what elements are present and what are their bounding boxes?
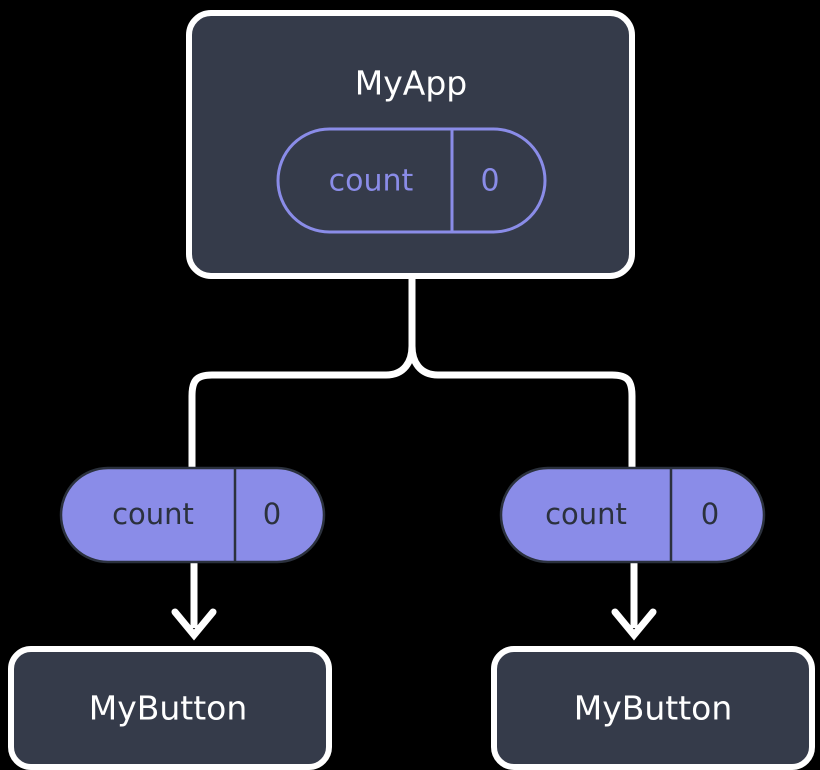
left-pill-value: 0 xyxy=(263,497,281,531)
connector-root-to-left xyxy=(188,272,416,474)
arrow-head-left xyxy=(171,608,217,641)
child-left-prop-pill[interactable]: count 0 xyxy=(59,466,326,564)
state-pill-key: count xyxy=(329,164,414,199)
myapp-state-pill[interactable]: count 0 xyxy=(276,127,547,234)
mybutton-left-box[interactable] xyxy=(8,646,332,770)
node-myapp[interactable]: MyApp count 0 xyxy=(186,10,635,279)
node-mybutton-right[interactable]: MyButton xyxy=(491,646,815,770)
connector-root-to-right xyxy=(408,272,636,474)
mybutton-right-box[interactable] xyxy=(491,646,815,770)
right-pill-value: 0 xyxy=(701,497,719,531)
left-pill-body[interactable] xyxy=(59,466,326,564)
state-pill-value: 0 xyxy=(480,164,499,199)
mybutton-left-title: MyButton xyxy=(89,689,248,728)
myapp-title: MyApp xyxy=(355,64,467,103)
myapp-box[interactable] xyxy=(186,10,635,279)
arrow-head-right xyxy=(611,608,657,641)
right-pill-key: count xyxy=(545,497,627,531)
state-pill-outline[interactable] xyxy=(276,127,547,234)
node-mybutton-left[interactable]: MyButton xyxy=(8,646,332,770)
mybutton-right-title: MyButton xyxy=(574,689,733,728)
connector-group xyxy=(171,272,657,641)
right-pill-body[interactable] xyxy=(499,466,766,564)
child-right-prop-pill[interactable]: count 0 xyxy=(499,466,766,564)
left-pill-key: count xyxy=(112,497,194,531)
